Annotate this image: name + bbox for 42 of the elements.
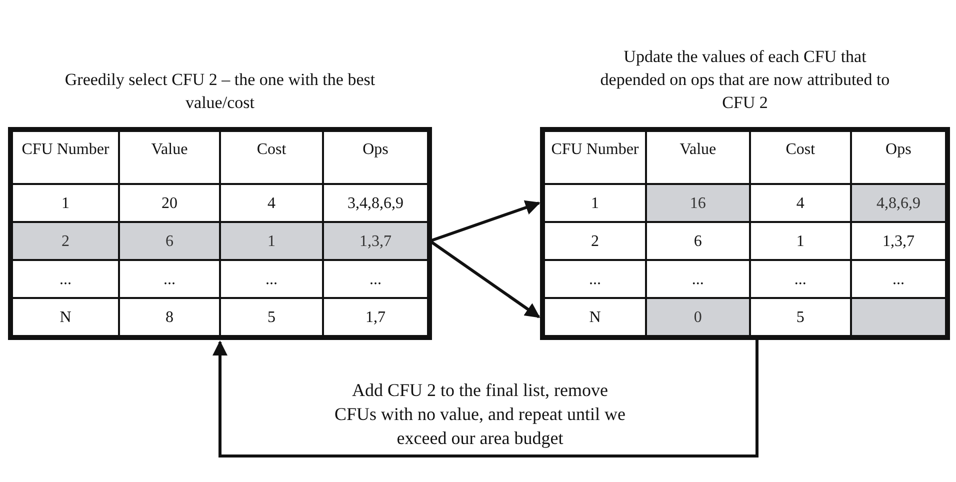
table-cell: 6 xyxy=(118,222,220,260)
column-header-cell: Ops xyxy=(850,131,946,184)
table-cell: N xyxy=(12,298,119,336)
table-cell: 20 xyxy=(118,184,220,222)
table-cell: ... xyxy=(646,260,750,298)
table-cell: 0 xyxy=(646,298,750,336)
table-cell: 4 xyxy=(750,184,851,222)
table-cell: 2 xyxy=(12,222,119,260)
arrow xyxy=(212,340,758,458)
table-cell: 1 xyxy=(220,222,324,260)
table-cell: 8 xyxy=(118,298,220,336)
table-cell: 6 xyxy=(646,222,750,260)
table-cell: 1,3,7 xyxy=(323,222,428,260)
table-heading: Update the values of each CFU that depended on ops that are now attributed to CFU 2 xyxy=(599,46,891,114)
table-cell: 1 xyxy=(12,184,119,222)
table-cell: 16 xyxy=(646,184,750,222)
table-cell: 1,7 xyxy=(323,298,428,336)
table-cell: 2 xyxy=(544,222,646,260)
table-cell: ... xyxy=(750,260,851,298)
table-cell: 1 xyxy=(750,222,851,260)
table-cell: ... xyxy=(118,260,220,298)
table-cell: N xyxy=(544,298,646,336)
column-header-cell: Cost xyxy=(220,131,324,184)
column-header-cell: Value xyxy=(646,131,750,184)
table-cell: 4,8,6,9 xyxy=(850,184,946,222)
column-header-cell: Value xyxy=(118,131,220,184)
table-cell: 4 xyxy=(220,184,324,222)
column-header-cell: Ops xyxy=(323,131,428,184)
table-cell: 1,3,7 xyxy=(850,222,946,260)
column-header-cell: Cost xyxy=(750,131,851,184)
table-cell: ... xyxy=(850,260,946,298)
table-cell: 1 xyxy=(544,184,646,222)
column-header-cell: CFU Number xyxy=(12,131,119,184)
table-cell: 3,4,8,6,9 xyxy=(323,184,428,222)
table-cell: ... xyxy=(544,260,646,298)
table-cell: ... xyxy=(12,260,119,298)
table-heading: Greedily select CFU 2 – the one with the best value/cost xyxy=(64,69,376,114)
table-cell: ... xyxy=(220,260,324,298)
column-header-cell: CFU Number xyxy=(544,131,646,184)
table-cell: 5 xyxy=(220,298,324,336)
table-cell: 5 xyxy=(750,298,851,336)
table-cell: ... xyxy=(323,260,428,298)
